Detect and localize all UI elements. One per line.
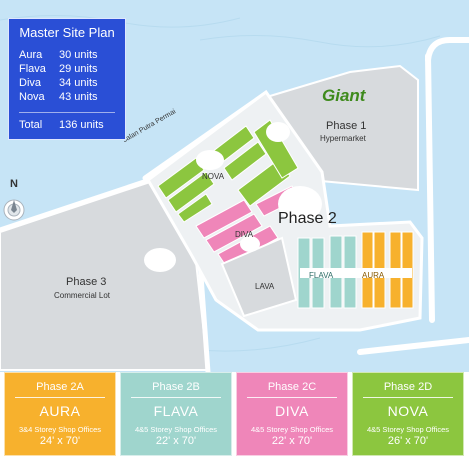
phase-card-label: Phase 2B — [152, 381, 200, 393]
phase-card-label: Phase 2A — [36, 381, 84, 393]
phase3-label: Phase 3 — [66, 276, 107, 288]
legend-row-name: Flava — [19, 63, 46, 75]
flava-label: FLAVA — [309, 271, 334, 280]
phase1-label: Phase 1 — [326, 120, 367, 132]
legend-row: Nova 43 units — [19, 90, 115, 104]
legend-title: Master Site Plan — [19, 25, 115, 40]
legend-row-units: 34 units — [59, 77, 98, 89]
phase-card-2c[interactable]: Phase 2C DIVA 4&5 Storey Shop Offices 22… — [236, 372, 348, 456]
phase-card-divider — [247, 397, 337, 398]
legend-row-units: 29 units — [59, 63, 98, 75]
phase3-sublabel: Commercial Lot — [54, 291, 111, 300]
legend-row-name: Nova — [19, 91, 45, 103]
lava-label: LAVA — [255, 282, 275, 291]
phase-card-description: 4&5 Storey Shop Offices — [135, 425, 217, 434]
phase-card-brand: DIVA — [275, 403, 309, 419]
flava-lots — [297, 235, 357, 309]
phase-card-size: 22' x 70' — [155, 435, 197, 447]
phase-card-size: 24' x 70' — [39, 435, 81, 447]
legend-row-units: 43 units — [59, 91, 98, 103]
diva-label: DIVA — [235, 230, 254, 239]
legend-total-name: Total — [19, 119, 43, 131]
phase-card-divider — [131, 397, 221, 398]
phase-card-divider — [15, 397, 105, 398]
phase-card-2a[interactable]: Phase 2A AURA 3&4 Storey Shop Offices 24… — [4, 372, 116, 456]
legend-row-name: Aura — [19, 49, 43, 61]
phase-card-2b[interactable]: Phase 2B FLAVA 4&5 Storey Shop Offices 2… — [120, 372, 232, 456]
plaza-highlights — [144, 122, 412, 278]
aura-label: AURA — [362, 271, 385, 280]
compass-icon — [3, 199, 25, 221]
phase-card-size: 26' x 70' — [387, 435, 429, 447]
nova-lots — [157, 119, 299, 223]
lava-block — [220, 236, 298, 318]
legend-total: Total 136 units — [19, 112, 115, 131]
legend-row: Aura 30 units — [19, 48, 115, 62]
compass-label: N — [10, 178, 18, 190]
legend-total-units: 136 units — [59, 119, 104, 131]
master-site-plan-legend: Master Site Plan Aura 30 units Flava 29 … — [8, 18, 126, 140]
phase-card-description: 4&5 Storey Shop Offices — [367, 425, 449, 434]
phase-card-label: Phase 2D — [383, 381, 433, 393]
phase-card-divider — [363, 397, 453, 398]
phase-card-description: 3&4 Storey Shop Offices — [19, 425, 101, 434]
phase-card-brand: FLAVA — [153, 403, 199, 419]
phase-card-label: Phase 2C — [267, 381, 317, 393]
phase-card-description: 4&5 Storey Shop Offices — [251, 425, 333, 434]
phase1-sublabel: Hypermarket — [320, 134, 366, 143]
phase-card-size: 22' x 70' — [271, 435, 313, 447]
legend-row-name: Diva — [19, 77, 42, 89]
legend-row: Diva 34 units — [19, 76, 115, 90]
site-plan-map — [0, 0, 469, 372]
giant-logo-text: Giant — [322, 86, 366, 105]
nova-label: NOVA — [202, 172, 225, 181]
phase-card-2d[interactable]: Phase 2D NOVA 4&5 Storey Shop Offices 26… — [352, 372, 464, 456]
phase-card-brand: NOVA — [387, 403, 429, 419]
phase-card-brand: AURA — [39, 403, 81, 419]
phase2-label: Phase 2 — [278, 210, 337, 227]
legend-row-units: 30 units — [59, 49, 98, 61]
phase-cards: Phase 2A AURA 3&4 Storey Shop Offices 24… — [0, 372, 469, 460]
legend-row: Flava 29 units — [19, 62, 115, 76]
